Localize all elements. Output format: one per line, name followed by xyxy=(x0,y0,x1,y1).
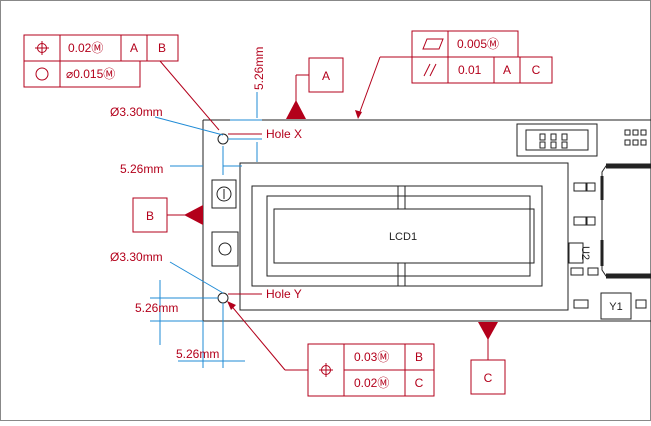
pcb-board: LCD1 U2 xyxy=(202,119,651,322)
smd-part xyxy=(573,216,587,226)
pin-header xyxy=(624,129,647,146)
lcd-glass xyxy=(273,208,535,264)
lower-vertical-dimension: 5.26mm xyxy=(135,301,178,315)
fcf-tr-ref2: C xyxy=(532,63,541,77)
datum-c-label: C xyxy=(484,371,493,385)
lcd-frame xyxy=(239,162,569,311)
fcf-b-tol1: 0.03Ⓜ xyxy=(354,350,389,364)
lower-horizontal-dimension: 5.26mm xyxy=(176,347,219,361)
hole-x-diameter: Ø3.30mm xyxy=(110,105,163,119)
push-button xyxy=(211,231,239,267)
datum-c: C xyxy=(470,322,506,395)
fcf-b-ref2: C xyxy=(415,376,424,390)
parallelism-icon xyxy=(423,63,437,77)
fcf-b-tol2: 0.02Ⓜ xyxy=(354,376,389,390)
datum-a: A xyxy=(286,57,344,119)
position-icon xyxy=(35,41,49,55)
hole-y-diameter: Ø3.30mm xyxy=(110,250,163,264)
fcf-bottom: 0.03Ⓜ B 0.02Ⓜ C xyxy=(227,301,435,397)
fcf-top-left: 0.02Ⓜ A B ⌀0.015Ⓜ xyxy=(23,34,220,131)
smd-part xyxy=(587,267,599,276)
fcf-tl-tol1: 0.02Ⓜ xyxy=(68,41,103,55)
smd-part xyxy=(573,299,589,309)
lcd-bezel xyxy=(251,185,543,287)
smd-part xyxy=(570,267,584,276)
fcf-tr-tol1: 0.005Ⓜ xyxy=(457,37,499,51)
edge-connector xyxy=(601,165,651,277)
fcf-tl-tol2: ⌀0.015Ⓜ xyxy=(66,67,115,81)
y1-crystal xyxy=(600,292,632,320)
pot-component xyxy=(211,179,237,209)
datum-a-label: A xyxy=(322,69,330,83)
fcf-tl-ref1: A xyxy=(130,41,138,55)
lcd-label: LCD1 xyxy=(389,231,417,243)
smd-part xyxy=(586,216,596,226)
hole-x-label: Hole X xyxy=(266,127,302,141)
top-vertical-dimension: 5.26mm xyxy=(252,47,266,90)
smd-part xyxy=(573,182,587,192)
fcf-tl-ref2: B xyxy=(158,41,166,55)
fcf-top-right: 0.005Ⓜ 0.01 A C xyxy=(355,30,553,119)
u2-label: U2 xyxy=(579,246,591,260)
y1-label: Y1 xyxy=(609,301,622,313)
hole-y xyxy=(217,292,229,304)
left-horizontal-dimension: 5.26mm xyxy=(120,162,163,176)
flatness-icon xyxy=(422,38,444,50)
hole-x xyxy=(217,133,229,145)
circularity-icon xyxy=(35,67,49,81)
fcf-tr-tol2: 0.01 xyxy=(458,63,482,77)
dimension-lines xyxy=(150,92,262,368)
hole-y-label: Hole Y xyxy=(266,287,302,301)
position-icon xyxy=(319,363,333,377)
datum-b: B xyxy=(132,197,203,233)
datum-b-label: B xyxy=(146,209,154,223)
smd-part xyxy=(635,299,647,309)
fcf-b-ref1: B xyxy=(415,350,423,364)
smd-part xyxy=(586,182,596,192)
u2-chip xyxy=(568,242,584,264)
fcf-tr-ref1: A xyxy=(503,63,511,77)
header-connector xyxy=(516,123,598,157)
